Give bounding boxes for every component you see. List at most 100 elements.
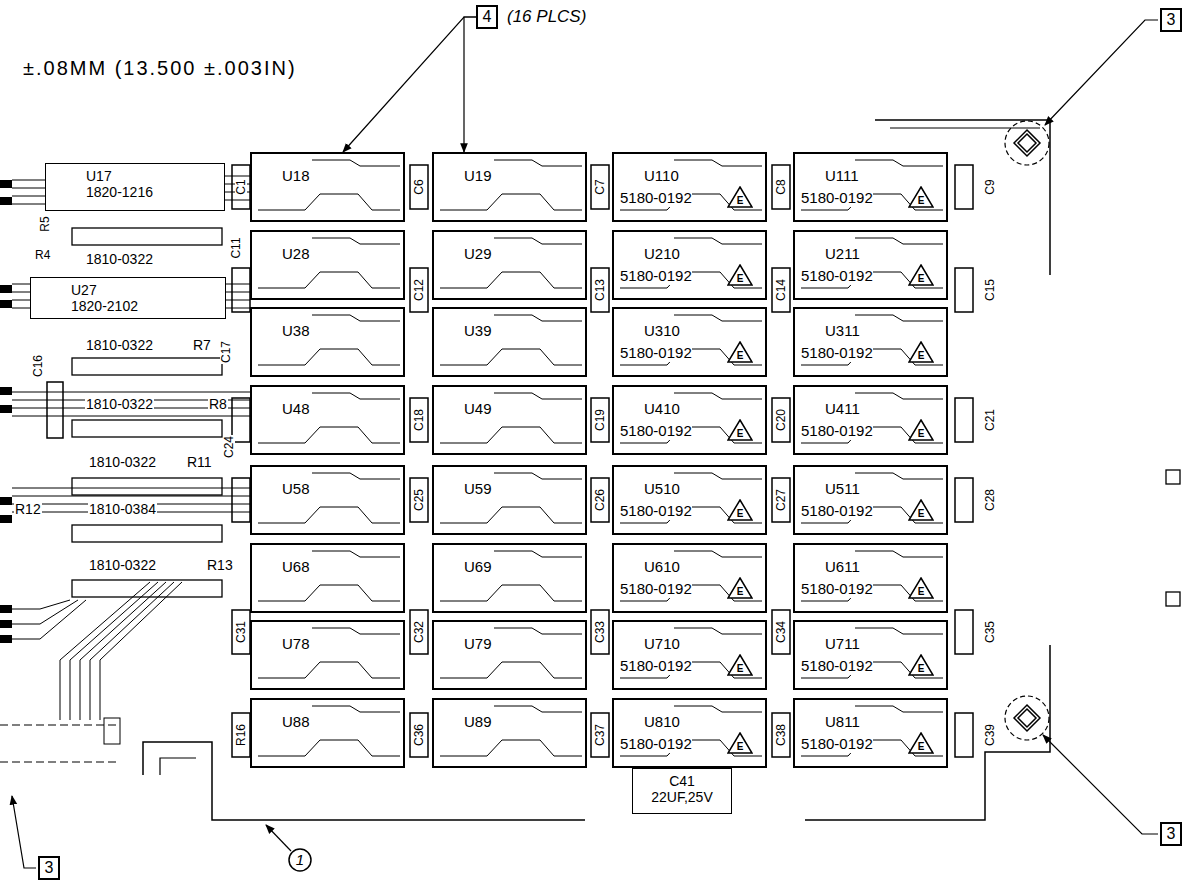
reference-designator: U17 <box>86 168 112 184</box>
reference-designator: U711 <box>825 635 860 652</box>
reference-designator: U210 <box>644 245 680 262</box>
standoff-diamond <box>1018 134 1036 152</box>
reference-designator: U39 <box>464 322 492 339</box>
edge-pad <box>0 635 12 643</box>
pcb-trace <box>12 204 45 205</box>
pcb-trace <box>494 473 582 479</box>
leader-line <box>266 825 291 851</box>
pcb-trace <box>12 196 45 197</box>
memory-chip: U3105180-0192E <box>612 307 767 377</box>
component-label: R4 <box>34 249 51 261</box>
test-point <box>1166 592 1180 606</box>
revision-triangle: E <box>727 499 753 521</box>
capacitor-outline <box>410 478 428 522</box>
component-label: C39 <box>984 723 996 747</box>
resistor-network <box>72 420 222 437</box>
component-label: C7 <box>594 178 606 195</box>
capacitor-outline <box>955 610 973 654</box>
component-label: R5 <box>39 215 51 232</box>
component-label: C38 <box>775 723 787 747</box>
pcb-trace <box>674 160 762 166</box>
revision-triangle: E <box>908 499 934 521</box>
capacitor-outline <box>232 165 250 209</box>
memory-chip: U58 <box>250 465 405 535</box>
pcb-trace <box>674 315 762 321</box>
callout-number: 3 <box>38 856 60 880</box>
part-number: 1820-2102 <box>71 298 138 314</box>
reference-designator: U410 <box>644 400 680 417</box>
reference-designator: U811 <box>825 713 860 730</box>
reference-designator: E <box>737 742 744 752</box>
component-label: R16 <box>235 723 247 747</box>
part-number: 5180-0192 <box>620 502 692 519</box>
memory-chip: U4105180-0192E <box>612 385 767 455</box>
component-label: C25 <box>413 488 425 512</box>
revision-triangle: E <box>727 341 753 363</box>
revision-triangle: E <box>727 186 753 208</box>
component-label: R11 <box>186 455 213 469</box>
part-number: 5180-0192 <box>620 344 692 361</box>
part-number: 5180-0192 <box>620 422 692 439</box>
pcb-trace <box>258 194 400 210</box>
reference-designator: U411 <box>825 400 860 417</box>
capacitor-outline <box>772 713 790 757</box>
callout-number: 4 <box>476 5 498 29</box>
capacitor-outline <box>47 382 63 438</box>
part-number: 5180-0192 <box>801 657 873 674</box>
component-label: C16 <box>32 354 44 378</box>
reference-designator: E <box>737 509 744 519</box>
pcb-trace <box>312 706 400 712</box>
triangle-outline <box>728 420 752 440</box>
memory-chip: U7105180-0192E <box>612 620 767 690</box>
component-label: C19 <box>594 408 606 432</box>
component-label: C31 <box>235 620 247 644</box>
pcb-trace <box>12 292 30 293</box>
board-outline <box>143 742 585 820</box>
triangle-outline <box>728 578 752 598</box>
triangle-outline <box>909 342 933 362</box>
reference-designator: U810 <box>644 713 680 730</box>
capacitor-outline <box>591 610 609 654</box>
pcb-trace <box>674 473 762 479</box>
pcb-trace <box>12 488 250 489</box>
capacitor-outline <box>955 398 973 442</box>
edge-pad <box>0 497 12 505</box>
reference-designator: E <box>918 274 925 284</box>
pcb-trace <box>440 427 582 443</box>
part-number: 5180-0192 <box>801 189 873 206</box>
component-label: R13 <box>206 558 234 572</box>
pcb-trace <box>12 416 250 417</box>
memory-chip: U69 <box>432 543 587 613</box>
revision-triangle: E <box>908 654 934 676</box>
capacitor-outline <box>232 713 250 757</box>
component-label: C20 <box>775 408 787 432</box>
part-number: 5180-0192 <box>620 189 692 206</box>
capacitor-outline <box>591 713 609 757</box>
part-number: 5180-0192 <box>620 735 692 752</box>
revision-triangle: E <box>727 577 753 599</box>
reference-designator: E <box>737 587 744 597</box>
resistor-network <box>72 580 222 597</box>
pcb-trace <box>494 393 582 399</box>
dimension-text: ±.08MM (13.500 ±.003IN) <box>22 58 298 78</box>
memory-chip: U29 <box>432 230 587 300</box>
part-number: 5180-0192 <box>620 657 692 674</box>
memory-chip: U2115180-0192E <box>793 230 948 300</box>
triangle-outline <box>728 655 752 675</box>
reference-designator: E <box>737 664 744 674</box>
pcb-trace <box>258 662 400 678</box>
pcb-trace <box>226 284 250 285</box>
reference-designator: 3 <box>1167 825 1176 843</box>
capacitor-outline <box>232 478 250 522</box>
memory-chip: U5105180-0192E <box>612 465 767 535</box>
hidden-outline <box>0 724 120 725</box>
revision-triangle: E <box>908 419 934 441</box>
pcb-trace <box>440 507 582 523</box>
reference-designator: U78 <box>282 635 310 652</box>
pcb-trace <box>12 300 30 301</box>
revision-triangle: E <box>908 341 934 363</box>
reference-designator: 3 <box>1167 11 1176 29</box>
triangle-outline <box>728 187 752 207</box>
revision-triangle: E <box>908 264 934 286</box>
pcb-trace <box>90 582 174 720</box>
